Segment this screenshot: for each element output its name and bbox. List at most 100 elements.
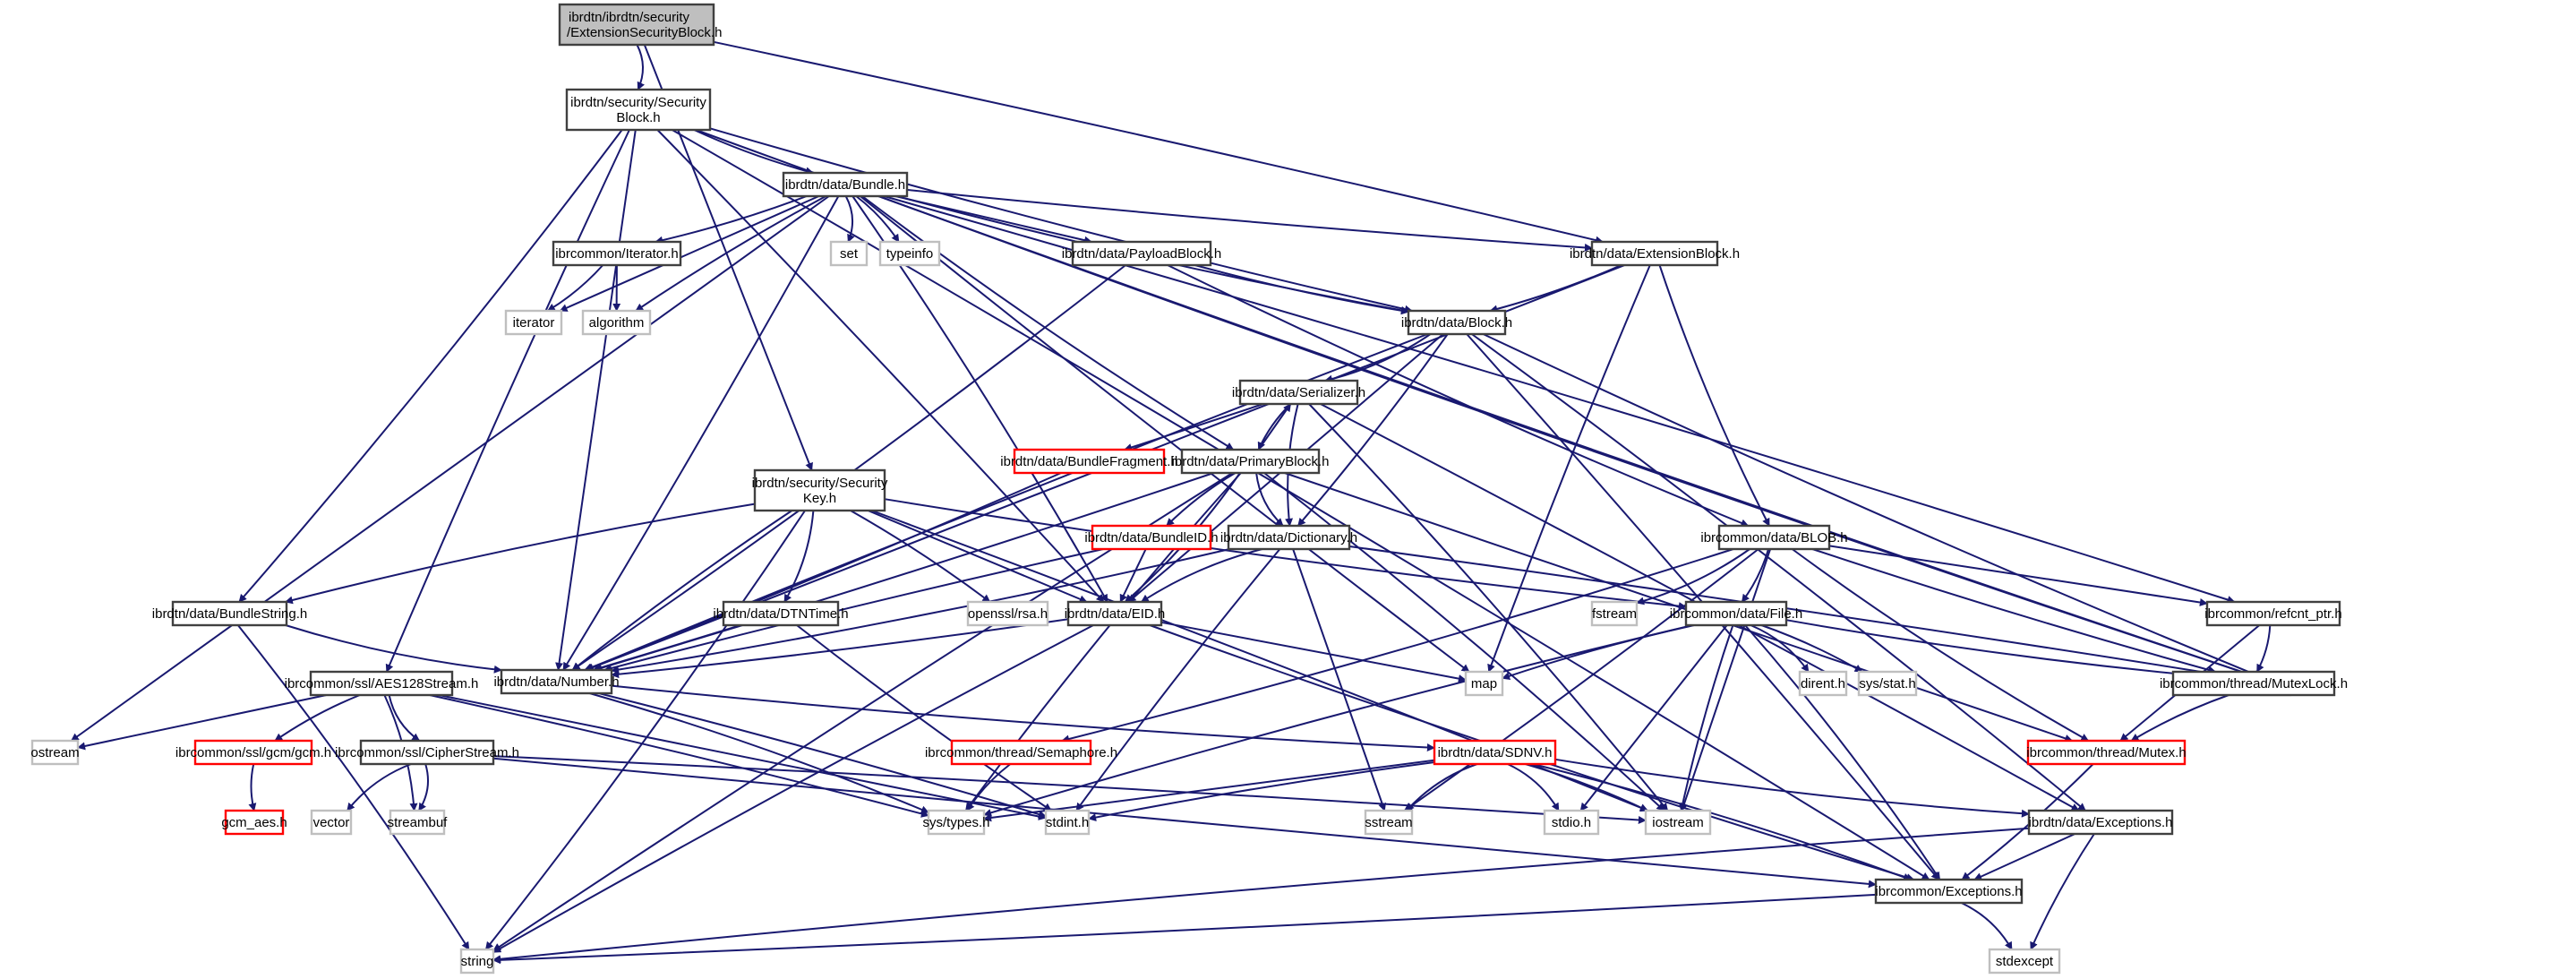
node-label: streambuf <box>388 815 449 830</box>
edge-security_key-to-string <box>484 510 806 950</box>
node-typeinfo: typeinfo <box>878 240 941 267</box>
node-data-exceptions[interactable]: ibrdtn/data/Exceptions.h <box>2027 809 2174 836</box>
edge-bundle-to-number <box>562 195 840 671</box>
node-label: sys/stat.h <box>1859 676 1915 691</box>
node-label: map <box>1471 676 1497 691</box>
node-iostream: iostream <box>1644 809 1712 836</box>
node-file-h[interactable]: ibrcommon/data/File.h <box>1670 600 1802 627</box>
node-bundle-fragment[interactable]: ibrdtn/data/BundleFragment.h <box>1000 448 1178 475</box>
node-label: sstream <box>1365 815 1412 830</box>
node-common-exceptions[interactable]: ibrcommon/Exceptions.h <box>1874 878 2024 905</box>
node-cipher-stream[interactable]: ibrcommon/ssl/CipherStream.h <box>335 739 519 766</box>
edge-blob-to-file_h <box>1741 548 1769 603</box>
edge-primary_block-to-bundle_id <box>1166 472 1237 527</box>
node-box <box>1091 524 1212 551</box>
node-box <box>1407 309 1507 336</box>
node-refcnt-ptr[interactable]: ibrcommon/refcnt_ptr.h <box>2204 600 2342 627</box>
node-label: typeinfo <box>886 246 934 262</box>
node-label: algorithm <box>589 315 645 331</box>
edge-serializer-to-iostream <box>1308 403 1669 812</box>
node-label: ibrdtn/data/Serializer.h <box>1232 385 1365 400</box>
node-extension-block[interactable]: ibrdtn/data/ExtensionBlock.h <box>1570 240 1740 267</box>
edge-bundle-to-extension_block <box>906 188 1593 252</box>
node-mutex-lock[interactable]: ibrcommon/thread/MutexLock.h <box>2160 670 2348 697</box>
node-label: set <box>840 246 859 262</box>
node-aes128[interactable]: ibrcommon/ssl/AES128Stream.h <box>285 670 479 697</box>
edge-file_h-to-stdio <box>1579 624 1728 812</box>
node-block[interactable]: ibrdtn/data/Block.h <box>1401 309 1512 336</box>
node-gcm-h[interactable]: ibrcommon/ssl/gcm/gcm.h <box>175 739 331 766</box>
node-box <box>1227 524 1351 551</box>
node-dictionary[interactable]: ibrdtn/data/Dictionary.h <box>1220 524 1357 551</box>
node-dtn-time[interactable]: ibrdtn/data/DTNTime.h <box>713 600 849 627</box>
node-stdio: stdio.h <box>1543 809 1600 836</box>
node-label: ibrcommon/ssl/AES128Stream.h <box>285 676 479 691</box>
edge-sdnv-to-data_exceptions <box>1554 758 2030 818</box>
node-blob[interactable]: ibrcommon/data/BLOB.h <box>1700 524 1848 551</box>
node-security-block[interactable]: ibrdtn/security/SecurityBlock.h <box>565 88 712 132</box>
node-box <box>829 240 869 267</box>
edge-dictionary-to-number <box>611 548 1230 674</box>
edge-eid-to-number <box>611 618 1069 679</box>
node-sdnv[interactable]: ibrdtn/data/SDNV.h <box>1433 739 1557 766</box>
node-box <box>1543 809 1600 836</box>
node-box <box>1798 670 1848 697</box>
edge-dictionary-to-stdint <box>1075 548 1281 812</box>
node-dirent: dirent.h <box>1798 670 1848 697</box>
edge-semaphore-to-sys_types <box>966 763 1012 812</box>
node-box <box>1988 948 2061 975</box>
node-label: ibrdtn/data/PrimaryBlock.h <box>1172 454 1330 469</box>
node-label: ibrdtn/data/SDNV.h <box>1438 745 1553 760</box>
node-gcm-aes[interactable]: gcm_aes.h <box>221 809 287 836</box>
edge-bundle-to-typeinfo <box>855 195 900 243</box>
edge-common_exceptions-to-stdexcept <box>1961 902 2013 950</box>
edge-security_block-to-aes128 <box>385 129 630 673</box>
node-bundle-id[interactable]: ibrdtn/data/BundleID.h <box>1084 524 1219 551</box>
node-label: ibrdtn/data/Block.h <box>1401 315 1512 331</box>
node-map: map <box>1464 670 1504 697</box>
edge-extension_block-to-map <box>1487 264 1651 673</box>
edge-bundle-to-ostream <box>70 195 830 742</box>
edge-eid-to-map <box>1160 621 1467 683</box>
edge-sdnv-to-stdio <box>1507 763 1560 812</box>
node-box <box>2171 670 2336 697</box>
node-sys-stat: sys/stat.h <box>1857 670 1918 697</box>
edge-security_key-to-file_h <box>884 498 1687 611</box>
node-mutex[interactable]: ibrcommon/thread/Mutex.h <box>2026 739 2187 766</box>
node-serializer[interactable]: ibrdtn/data/Serializer.h <box>1232 379 1365 406</box>
edge-sdnv-to-stdint <box>1088 761 1435 821</box>
node-label: ibrcommon/thread/Semaphore.h <box>925 745 1117 760</box>
node-iterator-h[interactable]: ibrcommon/Iterator.h <box>552 240 682 267</box>
node-primary-block[interactable]: ibrdtn/data/PrimaryBlock.h <box>1172 448 1330 475</box>
node-eid[interactable]: ibrdtn/data/EID.h <box>1065 600 1166 627</box>
node-label: ibrcommon/data/File.h <box>1670 606 1802 622</box>
node-box <box>2026 739 2187 766</box>
node-payload-block[interactable]: ibrdtn/data/PayloadBlock.h <box>1062 240 1221 267</box>
node-semaphore[interactable]: ibrcommon/thread/Semaphore.h <box>925 739 1117 766</box>
edge-bundle_string-to-string <box>237 624 470 950</box>
node-label: ibrdtn/security/Security <box>570 95 706 110</box>
node-box <box>1857 670 1918 697</box>
edge-security_key-to-dtn_time <box>783 510 815 603</box>
node-box <box>927 809 986 836</box>
edge-iterator_h-to-iterator <box>546 264 604 312</box>
edge-payload_block-to-block <box>1194 264 1409 315</box>
node-algorithm: algorithm <box>581 309 652 336</box>
node-set: set <box>829 240 869 267</box>
node-bundle[interactable]: ibrdtn/data/Bundle.h <box>782 171 909 198</box>
edge-blob-to-semaphore <box>1061 548 1734 743</box>
node-label: ibrdtn/security/Security <box>752 476 888 491</box>
edge-primary_block-to-iostream <box>1263 472 1665 812</box>
edge-file_h-to-iostream <box>1678 624 1734 812</box>
node-bundle-string[interactable]: ibrdtn/data/BundleString.h <box>152 600 307 627</box>
edge-security_block-to-number <box>555 129 637 671</box>
node-label: iterator <box>513 315 555 331</box>
node-ostream: ostream <box>30 739 80 766</box>
edge-data_exceptions-to-string <box>492 827 2030 964</box>
node-number[interactable]: ibrdtn/data/Number.h <box>493 668 620 695</box>
node-box <box>1590 600 1639 627</box>
node-box <box>1433 739 1557 766</box>
node-ext-sec-block[interactable]: ibrdtn/ibrdtn/security/ExtensionSecurity… <box>558 3 722 47</box>
edge-security_block-to-common_exceptions <box>672 129 1930 880</box>
